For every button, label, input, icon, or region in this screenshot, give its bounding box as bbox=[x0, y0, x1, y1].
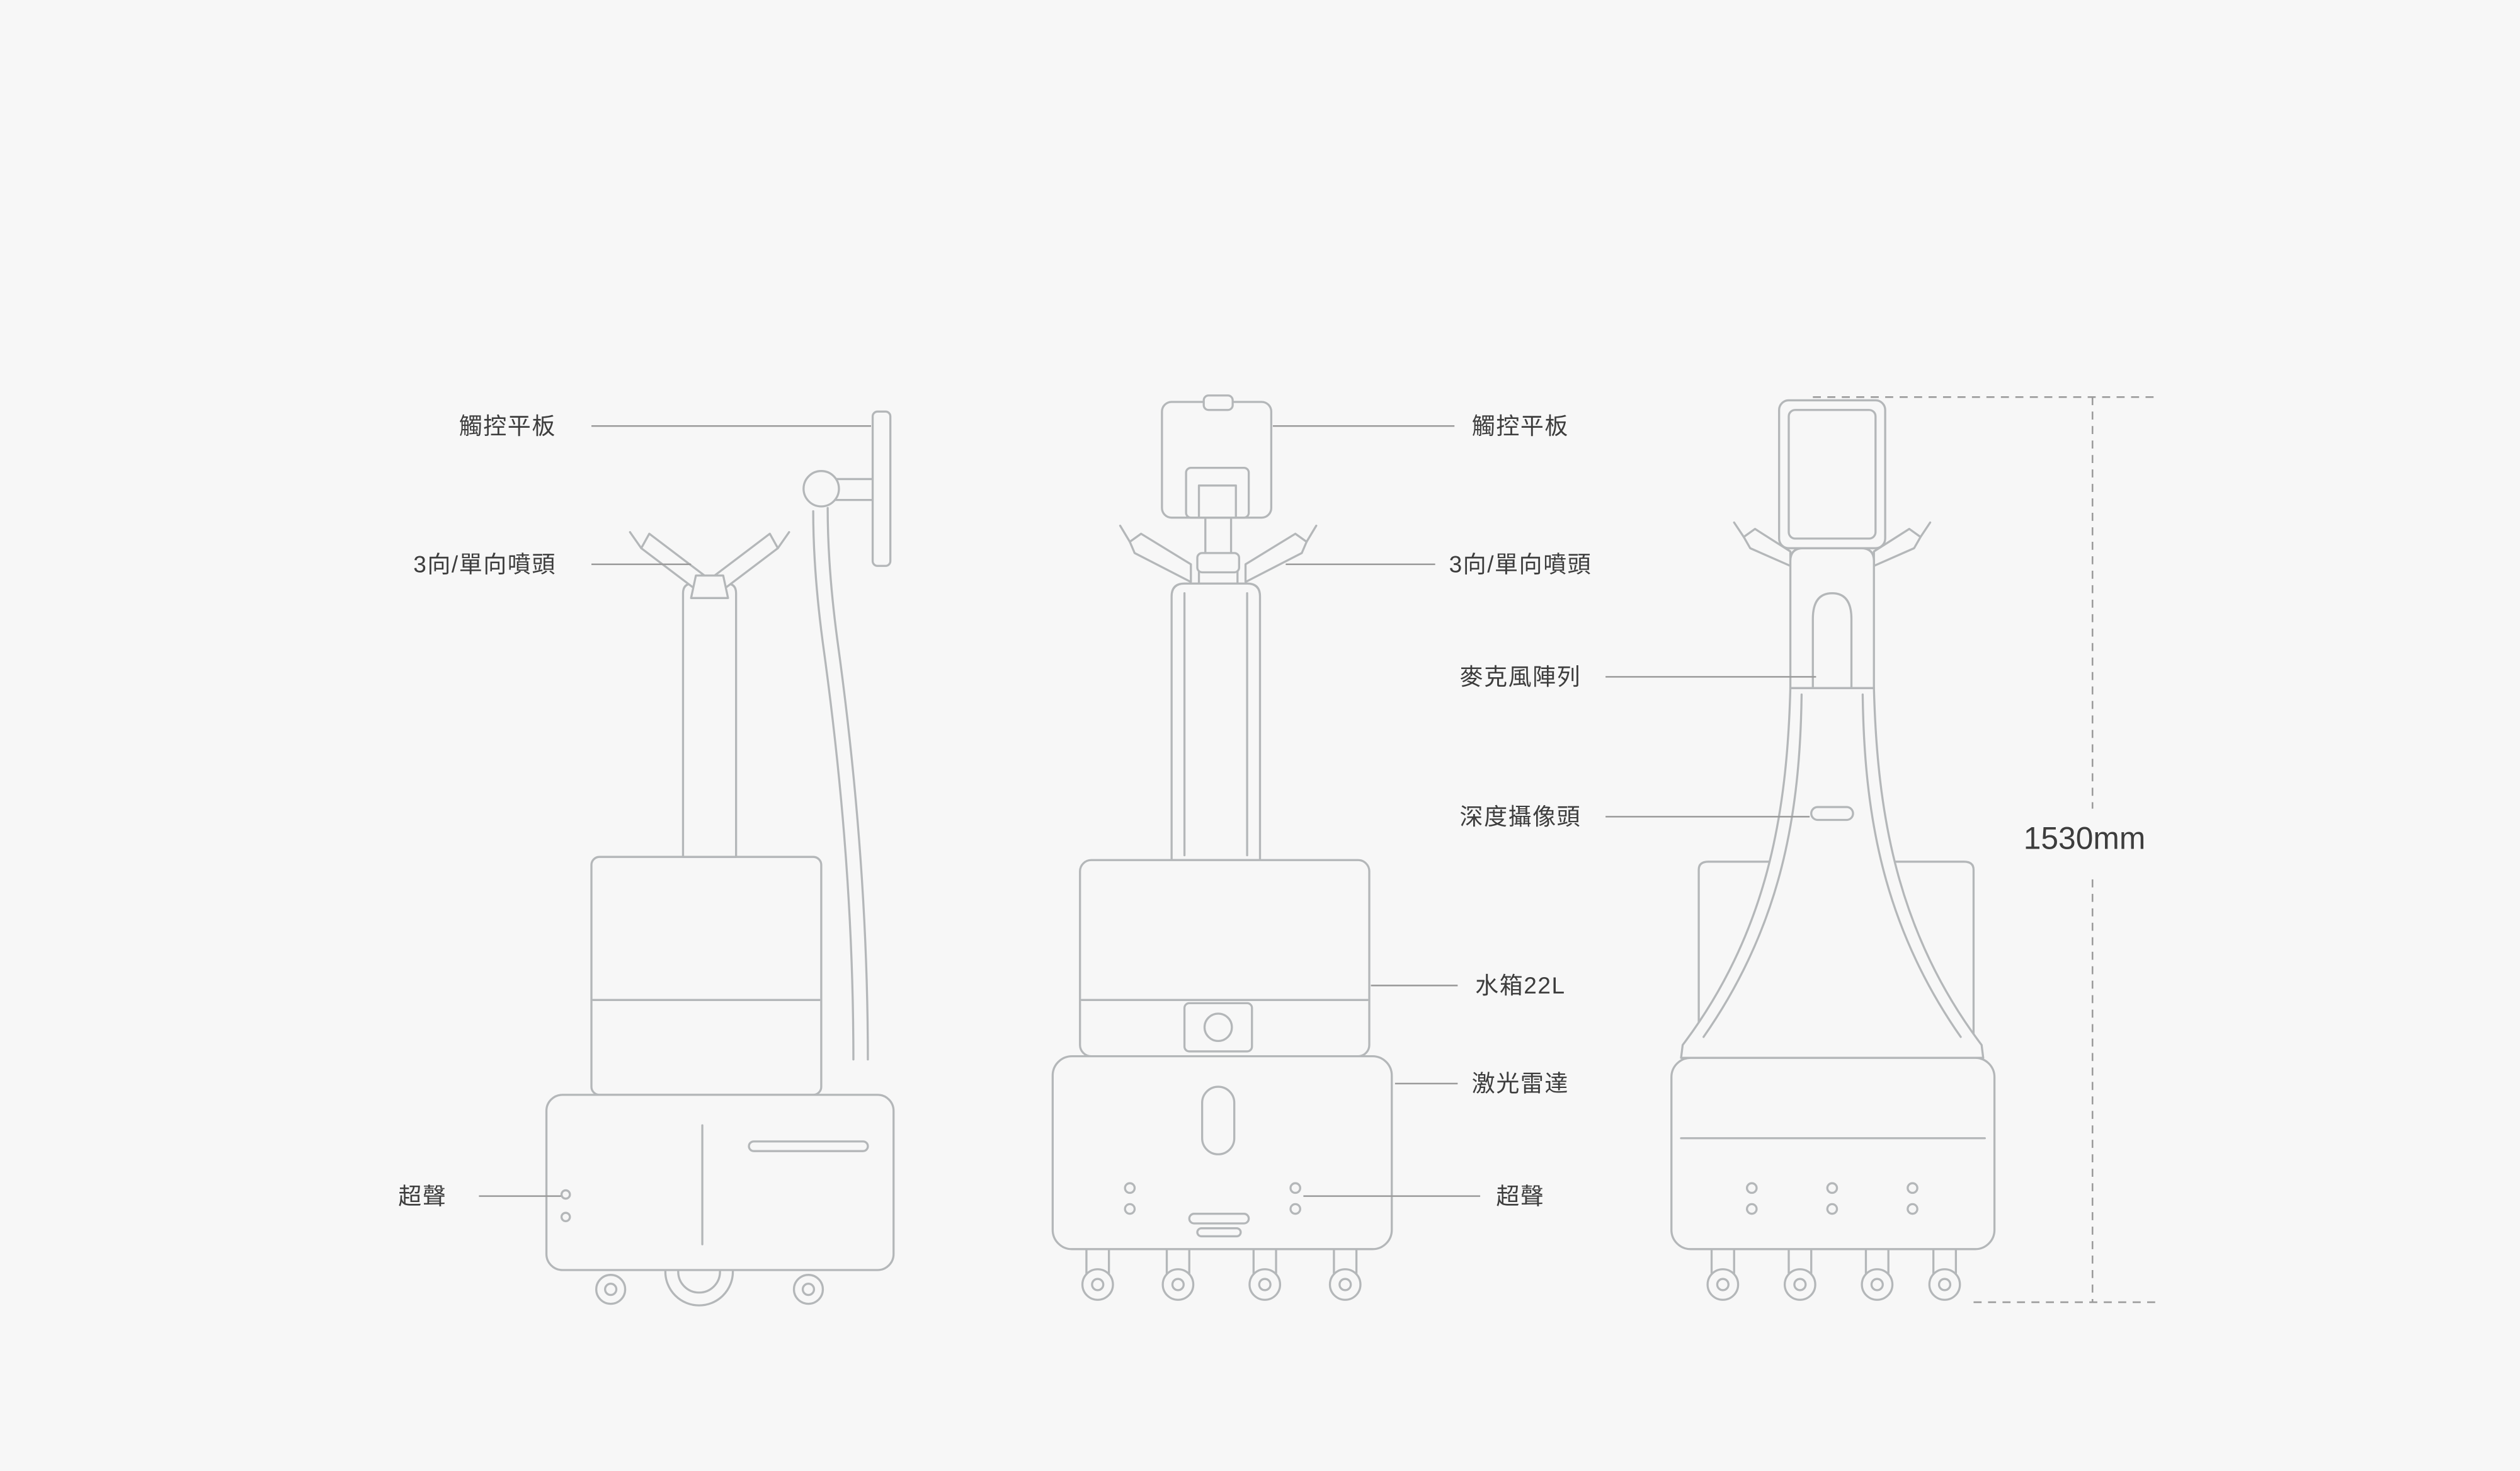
front-touch-tablet bbox=[1161, 394, 1273, 574]
label-ultrasonic-left: 超聲 bbox=[398, 1183, 447, 1209]
side-base bbox=[545, 1094, 895, 1271]
side-touch-tablet bbox=[802, 410, 892, 567]
side-neck-column bbox=[681, 582, 738, 858]
label-water-tank: 水箱22L bbox=[1475, 973, 1565, 999]
side-handle-slot bbox=[748, 1140, 869, 1152]
front-base bbox=[1051, 1055, 1393, 1251]
back-spray-nozzle bbox=[1733, 521, 1932, 567]
callouts-center: 觸控平板 3向/單向噴頭 麥克風陣列 深度攝像頭 水箱22L 激光雷達 超聲 bbox=[1272, 413, 1816, 1209]
side-water-tank bbox=[590, 856, 823, 1096]
front-ultrasonic-sensor bbox=[1289, 1203, 1301, 1215]
side-ultrasonic-sensor bbox=[560, 1211, 571, 1223]
label-lidar: 激光雷達 bbox=[1472, 1071, 1569, 1097]
front-grille bbox=[1196, 1227, 1242, 1238]
front-tablet-bracket bbox=[1185, 466, 1250, 519]
label-mic-array: 麥克風陣列 bbox=[1460, 664, 1582, 690]
robot-back-view bbox=[1670, 399, 1996, 1301]
back-head bbox=[1789, 547, 1875, 689]
back-ultrasonic-sensor bbox=[1907, 1182, 1919, 1194]
front-lidar-window bbox=[1200, 1085, 1236, 1155]
back-base bbox=[1670, 1056, 1996, 1251]
back-ultrasonic-sensor bbox=[1745, 1203, 1758, 1215]
side-caster-wheel bbox=[792, 1274, 824, 1305]
front-tank-cap bbox=[1203, 1012, 1233, 1043]
label-overall-height: 1530mm bbox=[2024, 820, 2146, 856]
back-ultrasonic-sensor bbox=[1826, 1203, 1839, 1215]
label-nozzle-center: 3向/單向噴頭 bbox=[1449, 551, 1592, 577]
back-touch-tablet bbox=[1778, 399, 1886, 549]
front-neck-column bbox=[1170, 582, 1262, 861]
robot-side-view bbox=[545, 410, 895, 1307]
label-touch-tablet-left: 觸控平板 bbox=[459, 413, 556, 439]
height-dimension: 1530mm bbox=[1813, 396, 2157, 1303]
robot-front-view bbox=[1051, 394, 1393, 1301]
front-ultrasonic-sensor bbox=[1124, 1203, 1136, 1215]
front-ultrasonic-sensor bbox=[1124, 1182, 1136, 1194]
front-grille bbox=[1188, 1213, 1250, 1225]
label-depth-camera: 深度攝像頭 bbox=[1460, 804, 1582, 830]
side-tablet-joint bbox=[802, 470, 840, 508]
side-ultrasonic-sensor bbox=[560, 1189, 571, 1200]
back-depth-camera bbox=[1810, 806, 1854, 821]
label-nozzle-left: 3向/單向噴頭 bbox=[413, 551, 556, 577]
label-ultrasonic-center: 超聲 bbox=[1496, 1183, 1544, 1209]
side-caster-wheel bbox=[595, 1274, 627, 1305]
back-ultrasonic-sensor bbox=[1745, 1182, 1758, 1194]
label-touch-tablet-center: 觸控平板 bbox=[1472, 413, 1569, 439]
front-ultrasonic-sensor bbox=[1289, 1182, 1301, 1194]
back-ultrasonic-sensor bbox=[1907, 1203, 1919, 1215]
front-tablet-notch bbox=[1202, 394, 1234, 411]
callouts-left: 觸控平板 3向/單向噴頭 超聲 bbox=[398, 413, 871, 1209]
back-ultrasonic-sensor bbox=[1826, 1182, 1839, 1194]
side-tablet-arm bbox=[812, 507, 869, 1061]
front-water-tank bbox=[1079, 859, 1371, 1058]
back-body bbox=[1680, 687, 1985, 1059]
